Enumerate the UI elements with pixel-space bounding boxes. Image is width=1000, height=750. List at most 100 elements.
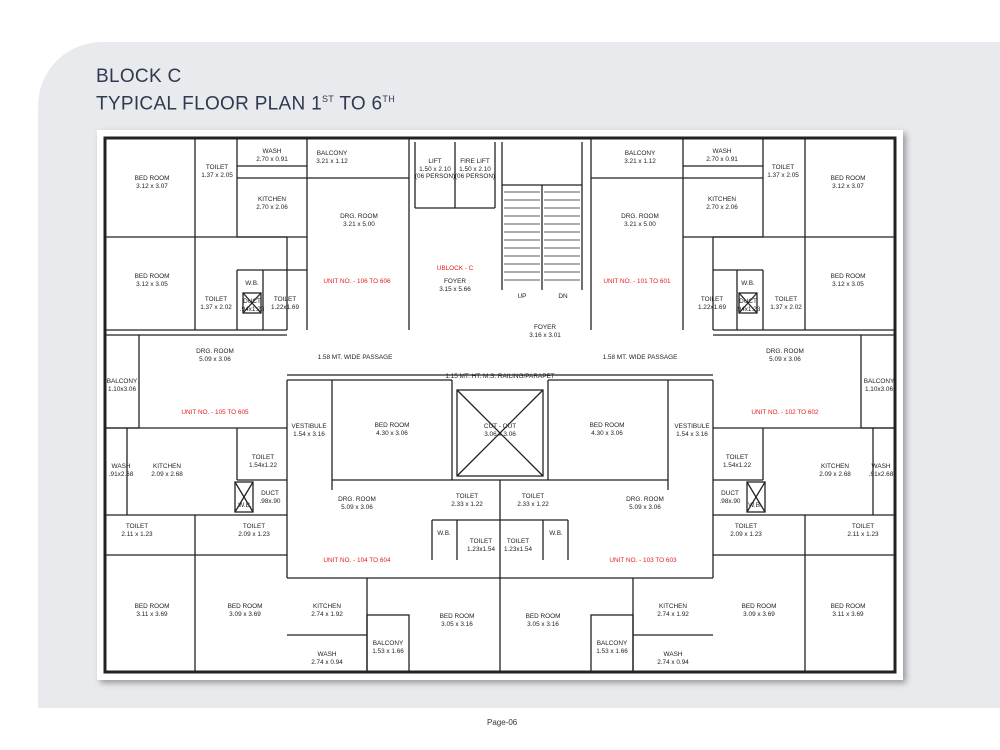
room-label-r-wb: W.B. (748, 502, 762, 510)
room-label-line: DRG. ROOM (340, 213, 378, 220)
room-label-line: UBLOCK - C (436, 265, 474, 272)
room-label-line: 3.12 x 3.05 (136, 280, 168, 288)
room-label-line: 2.74 x 1.92 (311, 610, 343, 618)
room-label-line: VESTIBULE (674, 423, 710, 430)
room-label-line: TOILET (700, 296, 724, 303)
room-label-line: DUCT (739, 298, 757, 305)
room-label-line: 2.74 x 0.94 (657, 658, 689, 666)
room-label-tr-unit: UNIT NO. - 101 TO 601 (603, 278, 670, 286)
room-label-line: BALCONY (624, 150, 656, 157)
room-label-line: 1.23x1.54 (466, 545, 496, 553)
room-label-line: 3.05 x 3.16 (527, 620, 559, 628)
room-label-line: 3.11 x 3.69 (832, 610, 864, 618)
room-label-line: TOILET (851, 523, 875, 530)
room-label-line: 1.37 x 2.02 (200, 303, 232, 311)
room-label-line: FOYER (443, 278, 466, 285)
room-label-line: DRG. ROOM (766, 348, 804, 355)
room-label-line: 3.12 x 3.07 (136, 182, 168, 190)
room-label-line: 3.15 x 5.66 (439, 285, 471, 293)
room-label-line: W.B. (741, 280, 755, 287)
room-label-line: .98x.90 (259, 497, 281, 505)
room-label-line: DN (558, 293, 568, 300)
room-label-line: UNIT NO. - 106 TO 606 (323, 278, 391, 285)
title-part: TYPICAL FLOOR PLAN 1 (96, 93, 322, 115)
room-label-tr-wb: W.B. (741, 280, 755, 288)
room-label-tl-wb: W.B. (245, 280, 259, 288)
room-label-c-wb-l: W.B. (437, 530, 451, 538)
room-label-line: 2.74 x 0.94 (311, 658, 343, 666)
room-label-line: W.B. (748, 502, 762, 509)
room-label-line: DRG. ROOM (626, 496, 664, 503)
room-label-line: DUCT (243, 298, 261, 305)
room-label-line: KITCHEN (312, 603, 342, 610)
room-label-line: 3.09 x 3.69 (743, 610, 775, 618)
room-label-line: BALCONY (596, 640, 628, 647)
room-label-line: 1.54x1.22 (722, 461, 752, 469)
room-label-line: BED ROOM (134, 603, 170, 610)
room-label-line: 3.11 x 3.69 (136, 610, 168, 618)
room-label-passage-r: 1.58 MT. WIDE PASSAGE (603, 354, 678, 362)
title-part: TO 6 (334, 93, 383, 115)
room-label-line: 5.09 x 3.06 (199, 355, 231, 363)
title-sup-1: ST (321, 94, 335, 104)
room-label-line: WASH (111, 463, 131, 470)
room-label-line: TOILET (771, 164, 795, 171)
room-label-line: 1.54 x 3.16 (293, 430, 325, 438)
room-label-line: 4.30 x 3.06 (376, 429, 408, 437)
room-label-line: TOILET (251, 454, 275, 461)
room-label-ublock: UBLOCK - C (437, 265, 474, 273)
room-label-line: .91x2.68 (868, 470, 894, 478)
room-label-line: 4.30 x 3.06 (591, 429, 623, 437)
room-label-line: 1.23x1.54 (503, 545, 533, 553)
room-label-line: 3.06 x 3.06 (484, 430, 516, 438)
room-label-line: 5.09 x 3.06 (769, 355, 801, 363)
room-label-line: 3.12 x 3.07 (832, 182, 864, 190)
room-label-line: .94x1.23 (239, 305, 265, 313)
room-label-line: 2.70 x 0.91 (706, 155, 738, 163)
room-label-line: WASH (262, 148, 282, 155)
room-label-line: BED ROOM (227, 603, 263, 610)
room-label-line: DUCT (261, 490, 279, 497)
room-label-line: 3.05 x 3.16 (441, 620, 473, 628)
room-label-line: BALCONY (106, 378, 138, 385)
room-label-line: W.B. (245, 280, 259, 287)
room-label-line: 1.54x1.22 (248, 461, 278, 469)
room-label-line: UNIT NO. - 105 TO 605 (181, 409, 249, 416)
room-label-line: UNIT NO. - 101 TO 601 (603, 278, 671, 285)
room-label-line: 3.21 x 1.12 (624, 157, 656, 165)
room-label-l-wb: W.B. (238, 502, 252, 510)
title-sup-2: TH (382, 94, 396, 104)
